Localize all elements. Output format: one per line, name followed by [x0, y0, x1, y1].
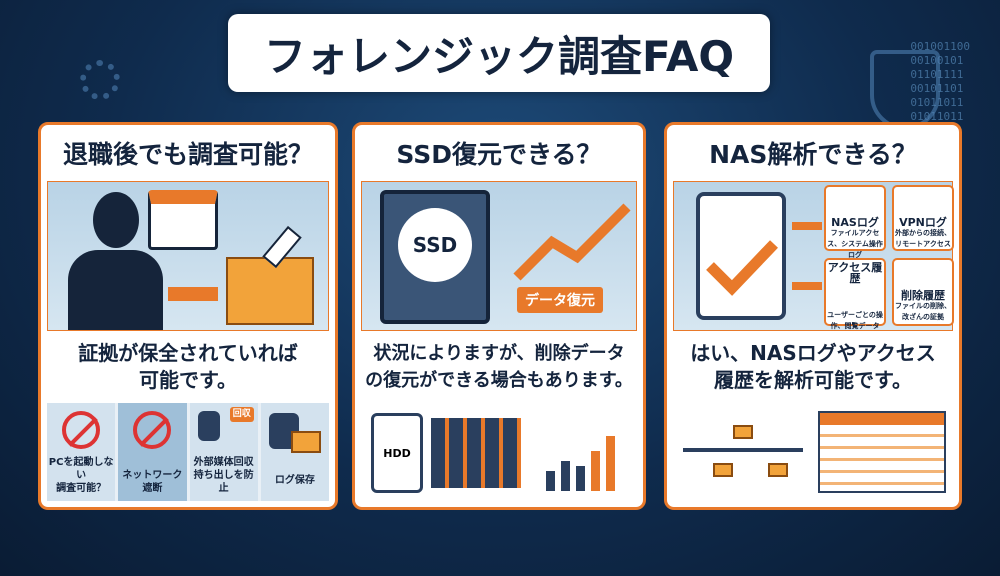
person-silhouette-icon [68, 192, 163, 330]
ssd-label: SSD [398, 208, 472, 282]
tip-label: 調査可能？ [56, 483, 107, 494]
folder-icon [290, 431, 321, 453]
data-recovery-badge: データ復元 [517, 287, 603, 313]
faq-card-nas: NAS解析できる？ NASログファイルアクセス、システム操作ログ VPNログ外部… [664, 122, 962, 510]
answer-line: はい、NASログやアクセス [690, 341, 936, 365]
access-history-box: アクセス履歴ユーザーごとの操作、閲覧データ [824, 258, 886, 330]
tip-label: PCを起動しない [48, 457, 114, 481]
folder-icon [768, 463, 788, 477]
branch-arrow [792, 222, 822, 230]
faq-card-resignation: 退職後でも調査可能？ 証拠が保全されていれば可能です。 PCを起動しない調査可能… [38, 122, 338, 510]
box-title: アクセス履歴 [827, 261, 883, 285]
tip-media-collection: 回収外部媒体回収持ち出しを防止 [189, 403, 258, 501]
card-answer: 証拠が保全されていれば可能です。 [41, 331, 335, 403]
tip-label: ネットワーク [122, 470, 183, 481]
tip-label: 遮断 [142, 483, 163, 494]
card-answer: はい、NASログやアクセス履歴を解析可能です。 [667, 331, 959, 403]
collect-badge: 回収 [229, 407, 254, 422]
hdd-icon [197, 411, 220, 441]
lock-box-icon [226, 257, 314, 325]
tip-label: ログ保存 [274, 475, 315, 486]
answer-line: の復元ができる場合もあります。 [365, 370, 633, 391]
box-desc: 外部からの接続、リモートアクセス [895, 229, 951, 248]
box-desc: ユーザーごとの操作、閲覧データ [827, 311, 883, 330]
hdd-icon: HDD [371, 413, 423, 493]
tip-no-boot: PCを起動しない調査可能？ [47, 403, 116, 501]
gear-icon [80, 60, 120, 100]
card-question: 退職後でも調査可能？ [62, 140, 313, 169]
faq-card-ssd: SSD復元できる？ SSD データ復元 状況によりますが、削除データの復元ができ… [352, 122, 646, 510]
table-icon [818, 411, 946, 493]
folder-icon [733, 425, 753, 439]
box-title: NASログ [831, 216, 879, 229]
answer-line: 履歴を解析可能です。 [714, 368, 912, 392]
hero-illustration: NASログファイルアクセス、システム操作ログ VPNログ外部からの接続、リモート… [673, 181, 954, 331]
vpn-log-box: VPNログ外部からの接続、リモートアクセス [892, 185, 954, 251]
tip-label: 外部媒体回収 [193, 457, 254, 468]
answer-line: 可能です。 [139, 368, 237, 392]
prohibited-pc-icon [62, 411, 101, 449]
tip-network-cut: ネットワーク遮断 [118, 403, 187, 501]
tips-row: PCを起動しない調査可能？ ネットワーク遮断 回収外部媒体回収持ち出しを防止 ロ… [47, 403, 329, 501]
hero-illustration [47, 181, 329, 331]
ssd-icon: SSD [380, 190, 490, 324]
bar-chart-icon [536, 403, 636, 501]
box-title: 削除履歴 [901, 289, 945, 302]
memory-chips-icon [431, 418, 521, 488]
branch-arrow [792, 282, 822, 290]
card-question: SSD復元できる？ [396, 140, 602, 169]
nas-check-icon [696, 192, 786, 320]
box-desc: ファイルの削除、改ざんの証拠 [895, 302, 951, 321]
box-title: VPNログ [899, 216, 947, 229]
folder-icon [713, 463, 733, 477]
deletion-history-box: 削除履歴ファイルの削除、改ざんの証拠 [892, 258, 954, 326]
card-answer: 状況によりますが、削除データの復元ができる場合もあります。 [355, 331, 643, 403]
shield-icon [870, 50, 940, 130]
page-title: フォレンジック調査FAQ [228, 14, 770, 92]
answer-line: 証拠が保全されていれば [78, 341, 298, 365]
answer-line: 状況によりますが、削除データ [373, 343, 625, 364]
card-question: NAS解析できる？ [709, 140, 917, 169]
log-analysis-illustration [673, 403, 953, 501]
nas-log-box: NASログファイルアクセス、システム操作ログ [824, 185, 886, 259]
box-desc: ファイルアクセス、システム操作ログ [827, 229, 883, 259]
no-wifi-icon [133, 411, 172, 449]
trend-up-arrow-icon [513, 203, 631, 281]
calendar-icon [148, 190, 218, 250]
arrow-icon [168, 287, 218, 301]
timeline-icon [683, 448, 803, 452]
tip-log-save: ログ保存 [260, 403, 329, 501]
recovery-illustration: HDD [361, 403, 637, 501]
tip-label: 持ち出しを防止 [193, 470, 254, 494]
hero-illustration: SSD データ復元 [361, 181, 637, 331]
